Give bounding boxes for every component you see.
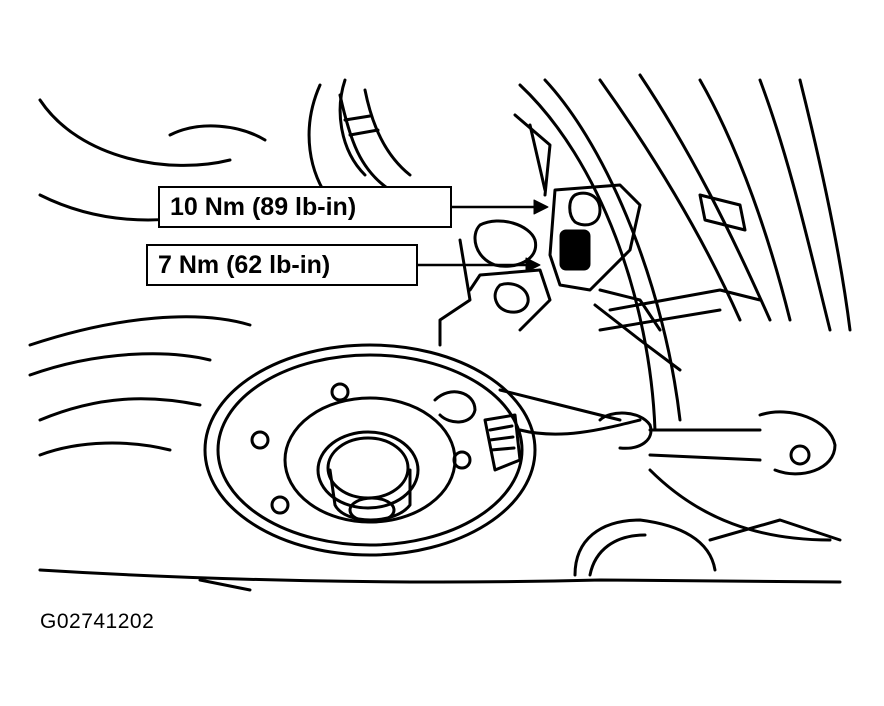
background-arcs [28, 78, 367, 457]
figure-id: G02741202 [40, 610, 155, 633]
torque-callout-upper-bolt: 10 Nm (89 lb-in) [158, 186, 452, 228]
ground-stroke [198, 578, 252, 592]
arrowhead-1 [533, 199, 549, 215]
ground-line [38, 568, 842, 584]
frame-members [518, 73, 852, 432]
leader-lines [416, 205, 547, 267]
brake-backing-plate [203, 343, 642, 557]
torque-callout-lower-bolt: 7 Nm (62 lb-in) [146, 244, 418, 286]
upper-hose [338, 88, 412, 192]
sensor-connector [559, 229, 591, 271]
arrowhead-2 [525, 257, 541, 273]
torque-callout-upper-label: 10 Nm (89 lb-in) [170, 193, 357, 221]
torque-callout-lower-label: 7 Nm (62 lb-in) [158, 251, 331, 279]
lower-cover [573, 518, 842, 577]
control-arm [598, 410, 837, 542]
